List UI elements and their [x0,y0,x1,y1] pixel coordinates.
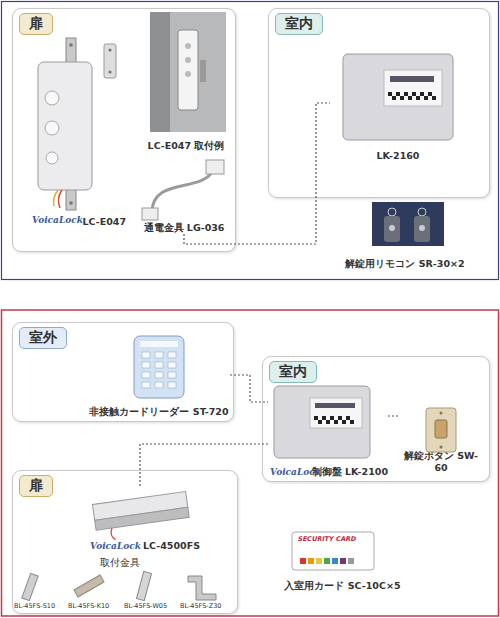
color-chip [340,558,346,564]
photo-background [372,202,444,246]
remote-fob [414,216,430,242]
remote-button [389,225,395,231]
photo-box: LC-E047 取付例 [140,10,232,152]
panel-heading: 扉 [19,13,53,35]
remote-device: 解錠用リモコン SR-30×2 [325,198,485,270]
lock-device: LC-E047 [30,36,126,228]
indoor-panel: 室内制御盤 LK-2100 解錠ボタン SW-60 [262,356,490,482]
device-caption: 通電金具 LG-036 [136,222,232,234]
controller-device: LK-2160 [330,44,466,162]
panel-heading: 室内 [275,13,323,35]
brand-logo: VoicaLock [90,541,141,552]
color-chip [348,558,354,564]
cable-device: 通電金具 LG-036 [136,158,232,234]
device-caption: 入室用カード SC-10C×5 [280,580,405,592]
part-number: BL-45FS-W05 [124,603,167,611]
card-reader-device: 非接触カードリーダー ST-720 [88,332,230,418]
panel-heading: 室内 [269,361,317,383]
color-chip [324,558,330,564]
card [292,532,374,570]
remote-fob [384,216,400,242]
bottom-frame [2,310,499,616]
device-caption: 解錠ボタン SW-60 [398,450,484,474]
color-chip [316,558,322,564]
remote-button [419,225,425,231]
remote-illustration [372,202,444,246]
color-chip [332,558,338,564]
card-print: SECURITY CARD [298,536,356,544]
part-number: BL-45FS-K10 [68,603,109,611]
part-caption: 取付金具 [100,557,140,568]
button-device: 解錠ボタン SW-60 [398,400,484,474]
panel-heading: 室外 [19,327,67,349]
device-caption: LK-2160 [330,150,466,162]
key-ring [418,208,426,216]
device-caption: LC-E047 取付例 [140,140,232,152]
part-number: BL-45FS-S10 [14,603,55,611]
outdoor-panel: 室外非接触カードリーダー ST-720 [12,322,234,422]
color-chip [300,558,306,564]
color-chip [308,558,314,564]
key-ring [388,208,396,216]
part-number: BL-45FS-Z30 [180,603,221,611]
device-caption: 非接触カードリーダー ST-720 [88,406,230,418]
panel-heading: 扉 [19,475,53,497]
top-frame [2,2,499,280]
card-illustration [292,532,374,570]
indoor-panel: 室内 LK-2160 [268,8,490,198]
controller-device: 制御盤 LK-2100 [268,380,388,478]
device-caption: 解錠用リモコン SR-30×2 [325,258,485,270]
brand-logo: VoicaLock [270,467,321,478]
brand-logo: VoicaLock [32,215,83,226]
